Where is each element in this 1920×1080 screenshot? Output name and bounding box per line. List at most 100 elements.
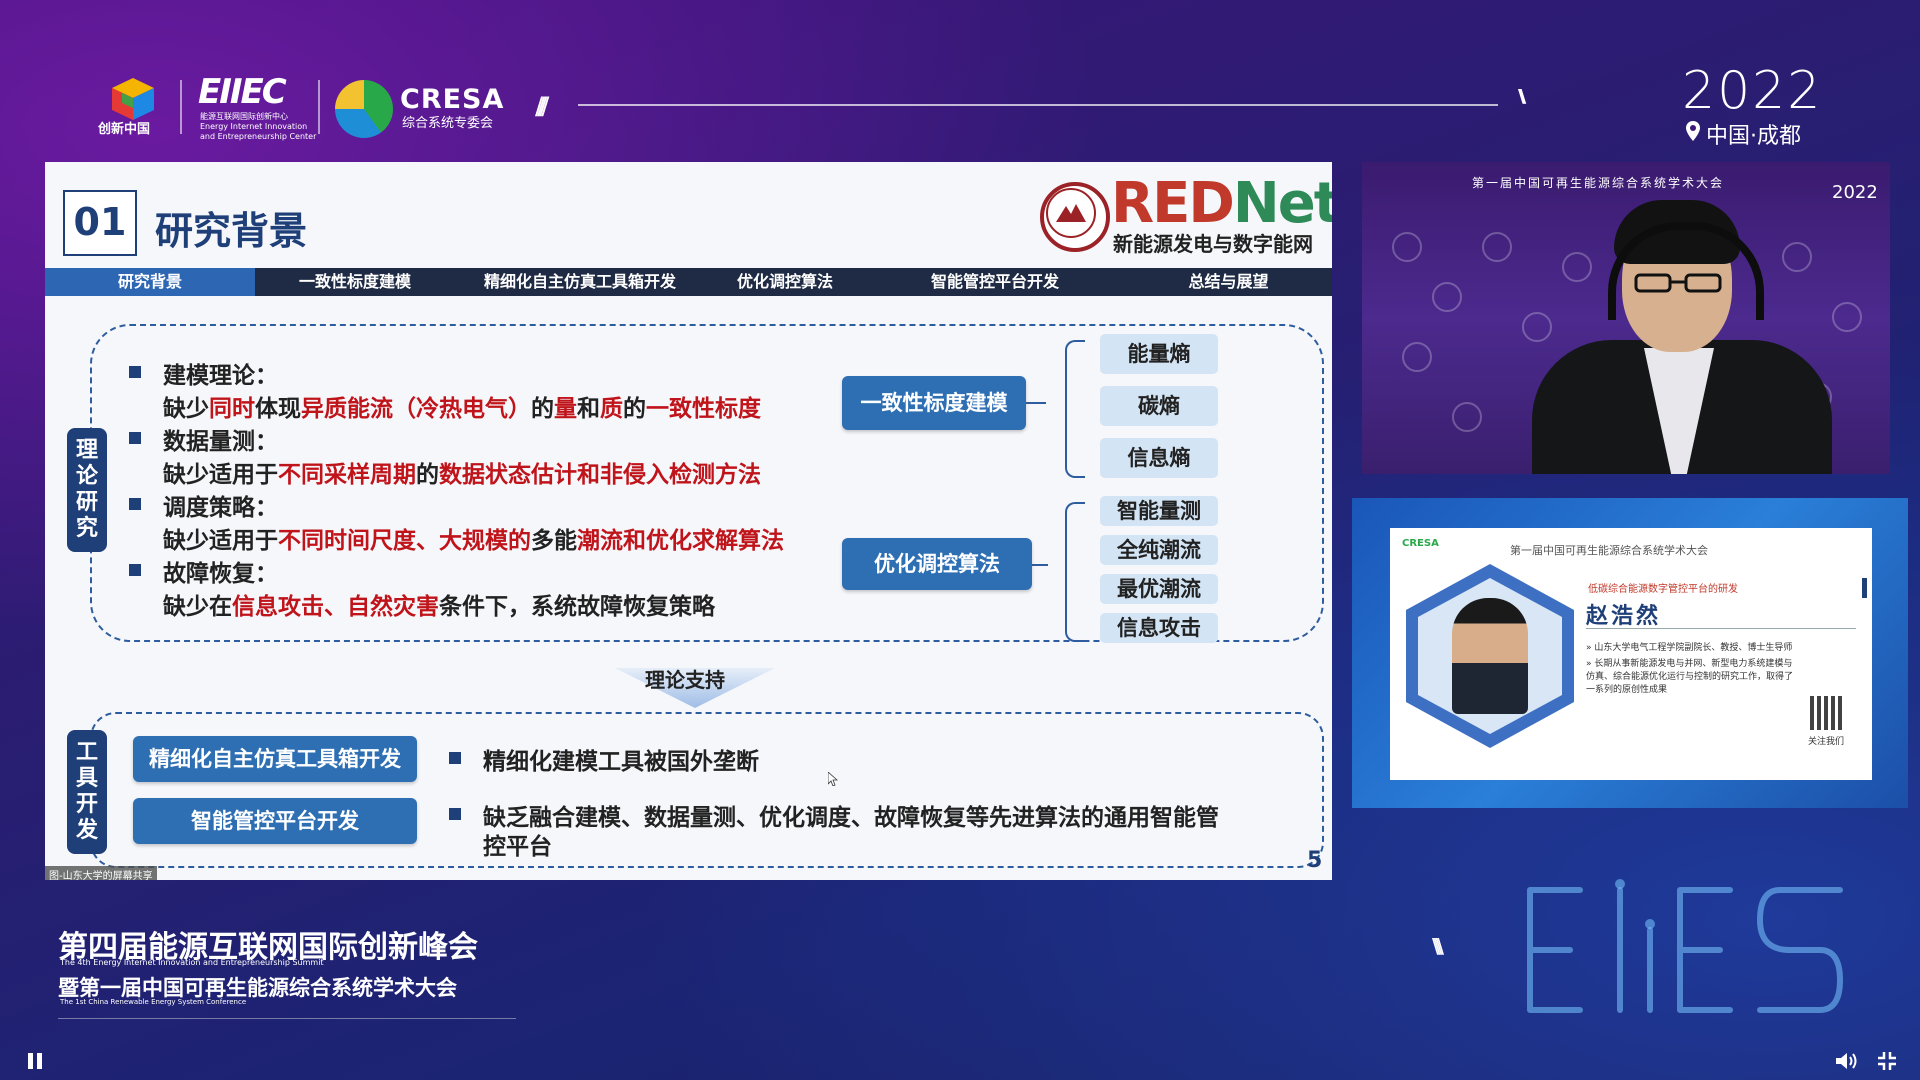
volume-icon[interactable] — [1834, 1050, 1860, 1072]
leaf-energy-entropy: 能量熵 — [1100, 334, 1218, 374]
speaker-video[interactable]: 第一届中国可再生能源综合系统学术大会 2022 — [1362, 162, 1890, 474]
body-text: 的 — [416, 462, 439, 488]
highlighted-text: 不同采样周期 — [278, 462, 416, 488]
bracket-top — [1065, 340, 1085, 478]
leaf-smart-metering: 智能量测 — [1100, 496, 1218, 526]
slide-nav-item: 总结与展望 — [1188, 272, 1269, 291]
slide-title: 研究背景 — [155, 209, 308, 253]
rednet-logo-red: RED — [1111, 171, 1235, 236]
theory-research-tag: 理论研究 — [67, 428, 107, 552]
slide-nav-item: 一致性标度建模 — [298, 272, 411, 291]
footer-divider — [58, 1018, 516, 1019]
background-badge — [1482, 232, 1512, 262]
card-divider — [1586, 628, 1856, 629]
card-accent-bar — [1862, 578, 1867, 598]
bullet-square — [129, 432, 141, 444]
optimization-control-algorithm-box: 优化调控算法 — [842, 538, 1032, 590]
theory-support-label: 理论支持 — [645, 668, 725, 692]
body-text: 的 — [623, 396, 646, 422]
eiiec-sub-en1: Energy Internet Innovation — [200, 122, 308, 131]
university-seal-logo — [1040, 182, 1110, 252]
slide-nav-item: 精细化自主仿真工具箱开发 — [483, 272, 676, 291]
theory-item-head: 调度策略： — [163, 495, 278, 521]
logo-cube-label: 创新中国 — [98, 122, 151, 137]
card-topic: 低碳综合能源数字管控平台的研发 — [1588, 584, 1738, 595]
body-text: 的 — [531, 396, 554, 422]
eiiec-sub-en2: and Entrepreneurship Center — [200, 132, 317, 141]
highlighted-text: 数据状态估计和非侵入检测方法 — [439, 462, 761, 488]
follow-us-label: 关注我们 — [1808, 737, 1845, 747]
highlighted-text: 一致性标度 — [646, 396, 761, 422]
background-badge — [1522, 312, 1552, 342]
cresa-logo: CRESA — [400, 84, 505, 115]
body-text: 多能 — [531, 528, 577, 554]
card-header: 第一届中国可再生能源综合系统学术大会 — [1510, 544, 1708, 557]
location-pin-icon — [1686, 121, 1700, 141]
chevrons-decoration-footer: \\\\ — [1432, 934, 1444, 958]
rednet-logo-net: Net — [1232, 171, 1332, 236]
body-text: 条件下，系统故障恢复策略 — [439, 594, 715, 620]
bullet-square — [129, 366, 141, 378]
slide-page-number: 5 — [1307, 848, 1323, 873]
rednet-logo-subtitle: 新能源发电与数字能网 — [1113, 232, 1313, 256]
bracket-bottom — [1065, 502, 1085, 642]
body-text: 体现 — [255, 396, 301, 422]
simulation-toolbox-box: 精细化自主仿真工具箱开发 — [133, 736, 417, 782]
header-divider — [180, 80, 182, 134]
connector-line — [1026, 402, 1046, 404]
connector-line — [1032, 564, 1048, 566]
rednet-logo: REDNet — [1111, 174, 1332, 234]
theory-item-body: 缺少同时体现异质能流（冷热电气）的量和质的一致性标度 — [163, 389, 761, 423]
slide-nav-item: 优化调控算法 — [736, 272, 833, 291]
conference-title: 暨第一届中国可再生能源综合系统学术大会 — [58, 976, 457, 1000]
leaf-carbon-entropy: 碳熵 — [1100, 386, 1218, 426]
background-badge — [1392, 232, 1422, 262]
screen-share-caption: 图-山东大学的屏幕共享 — [45, 866, 157, 880]
exit-fullscreen-icon[interactable] — [1876, 1050, 1898, 1072]
bullet-square — [449, 808, 461, 820]
slide-nav-item: 研究背景 — [45, 268, 255, 296]
highlighted-text: 量 — [554, 396, 577, 422]
eies-logo-decoration — [1527, 879, 1843, 1013]
tool-item: 精细化建模工具被国外垄断 — [483, 749, 759, 775]
highlighted-text: 不同时间尺度、大规模的 — [278, 528, 531, 554]
highlighted-text: 异质能流（冷热电气） — [301, 396, 531, 422]
tool-item-continued: 控平台 — [483, 834, 552, 860]
eiiec-logo: EIIEC — [198, 72, 287, 112]
leaf-holomorphic-flow: 全纯潮流 — [1100, 535, 1218, 565]
speaker-video-year: 2022 — [1832, 182, 1878, 203]
leaf-optimal-flow: 最优潮流 — [1100, 574, 1218, 604]
card-cresa-logo: CRESA — [1402, 538, 1439, 549]
innovation-china-logo — [112, 78, 154, 120]
leaf-cyber-attack: 信息攻击 — [1100, 613, 1218, 643]
slide-nav-item: 智能管控平台开发 — [930, 272, 1059, 291]
background-badge — [1432, 282, 1462, 312]
headphone-icon — [1608, 222, 1764, 320]
body-text: 和 — [577, 396, 600, 422]
eiiec-subtitle: 能源互联网国际创新中心 Energy Internet Innovation a… — [200, 112, 316, 142]
body-text: 缺少在 — [163, 594, 232, 620]
theory-item-head: 数据量测： — [163, 429, 278, 455]
event-year: 2022 — [1682, 61, 1823, 121]
glasses-icon — [1634, 273, 1722, 293]
leaf-information-entropy: 信息熵 — [1100, 438, 1218, 478]
slide-section-number: 01 — [63, 190, 137, 256]
background-badge — [1832, 302, 1862, 332]
speaker-info-card: CRESA 第一届中国可再生能源综合系统学术大会 低碳综合能源数字管控平台的研发… — [1390, 528, 1872, 780]
speaker-info-video[interactable]: CRESA 第一届中国可再生能源综合系统学术大会 低碳综合能源数字管控平台的研发… — [1352, 498, 1908, 808]
highlighted-text: 信息攻击、自然灾害 — [232, 594, 439, 620]
background-badge — [1402, 342, 1432, 372]
chevrons-decoration: //// — [535, 92, 550, 120]
theory-tag-text: 理论研究 — [75, 438, 98, 541]
speaker-title: » 山东大学电气工程学院副院长、教授、博士生导师 — [1586, 643, 1793, 653]
theory-item-body: 缺少适用于不同采样周期的数据状态估计和非侵入检测方法 — [163, 455, 761, 489]
speaker-description: » 长期从事新能源发电与并网、新型电力系统建模与仿真、综合能源优化运行与控制的研… — [1586, 659, 1794, 695]
event-location: 中国·成都 — [1706, 124, 1801, 149]
speaker-portrait — [1452, 598, 1528, 714]
slide-section-nav: 研究背景 一致性标度建模 精细化自主仿真工具箱开发 优化调控算法 智能管控平台开… — [45, 268, 1332, 296]
header-decor-line — [578, 104, 1498, 106]
pause-icon[interactable] — [24, 1050, 46, 1072]
bullet-square — [449, 752, 461, 764]
background-badge — [1782, 242, 1812, 272]
header-divider — [318, 80, 320, 134]
